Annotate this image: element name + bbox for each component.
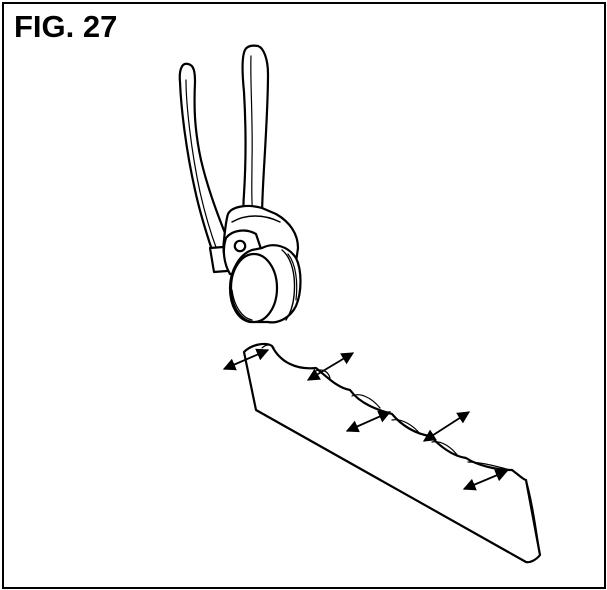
- saw-blade-segment-icon: [242, 342, 542, 564]
- tooth-setter-pliers-icon: [178, 44, 302, 324]
- double-arrow-icon: [222, 348, 270, 371]
- double-arrow-icon: [306, 352, 355, 381]
- blade-outline: [242, 342, 542, 564]
- pliers-pivot-rivet: [233, 239, 247, 253]
- double-arrow-icon: [462, 469, 509, 491]
- double-arrow-icon: [422, 411, 471, 442]
- pliers-anvil-face: [229, 252, 279, 324]
- figure-title: FIG. 27: [14, 9, 118, 44]
- pliers-right-handle: [241, 44, 270, 224]
- double-arrow-icon: [345, 410, 392, 433]
